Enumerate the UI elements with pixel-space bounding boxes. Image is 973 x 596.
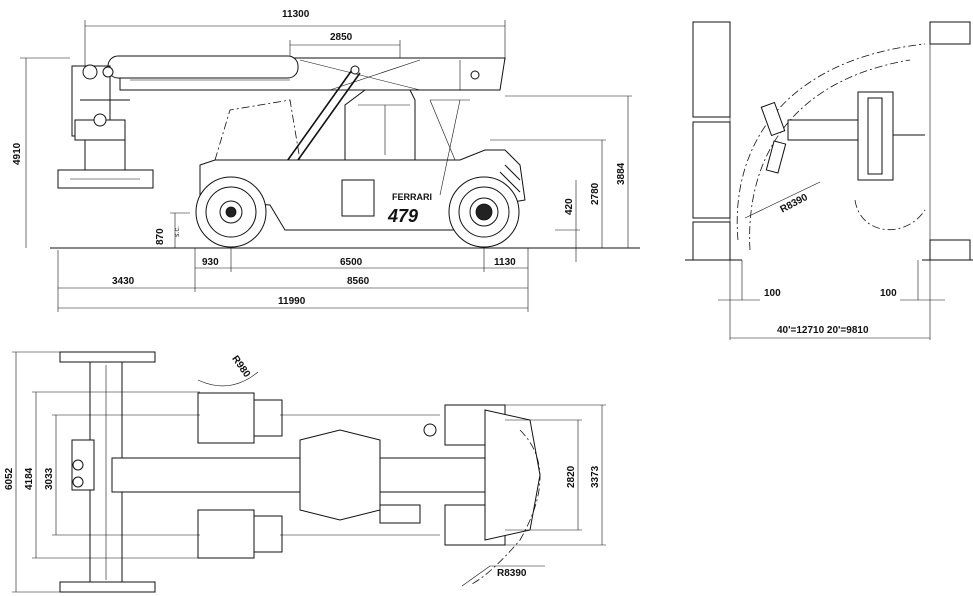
dim-track-rear: 2820 bbox=[566, 465, 577, 488]
dim-ground-clearance: 420 bbox=[564, 198, 575, 215]
dim-overall-length-bottom: 11990 bbox=[278, 296, 306, 307]
container-mid-left bbox=[692, 121, 731, 219]
turning-view: R8390 100 100 40'=12710 20'=9810 bbox=[685, 21, 973, 340]
dim-outer-radius: R8390 bbox=[497, 568, 527, 579]
rear-arc bbox=[469, 429, 541, 586]
dim-clearance-left: 100 bbox=[764, 288, 781, 299]
dim-height-cab-floor: 2780 bbox=[590, 182, 601, 205]
container-top-right bbox=[929, 21, 971, 45]
dim-overall-length-top: 11300 bbox=[282, 9, 310, 20]
dim-height-cab: 3884 bbox=[616, 162, 627, 185]
front-wheels-top bbox=[197, 392, 255, 444]
dim-front-reach: 3430 bbox=[112, 276, 135, 287]
dim-front-overhang: 930 bbox=[202, 257, 219, 268]
dim-clearance-right: 100 bbox=[880, 288, 897, 299]
dim-overall-width: 3373 bbox=[590, 465, 601, 488]
model-label: 479 bbox=[387, 206, 418, 226]
container-bottom-right bbox=[929, 239, 971, 261]
turning-arc bbox=[736, 43, 926, 241]
dim-spreader-extension: 2850 bbox=[330, 32, 353, 43]
dim-spreader-width: 6052 bbox=[4, 467, 15, 490]
side-view: 11300 2850 bbox=[12, 9, 640, 312]
dim-sc-note: s.c. bbox=[174, 226, 181, 237]
container-top-left bbox=[692, 21, 731, 118]
dim-chassis-length: 8560 bbox=[347, 276, 370, 287]
dim-wheelbase: 6500 bbox=[340, 257, 363, 268]
dim-spreader-low: 870 bbox=[155, 228, 166, 245]
dim-track-front: 3033 bbox=[44, 467, 55, 490]
dim-inner-radius: R980 bbox=[229, 354, 252, 380]
cab bbox=[344, 89, 416, 161]
dim-spreader-mid: 4184 bbox=[24, 467, 35, 490]
front-wheels-bottom bbox=[197, 509, 255, 559]
dim-rear-overhang: 1130 bbox=[494, 257, 516, 268]
dim-aisle-width: 40'=12710 20'=9810 bbox=[777, 325, 869, 336]
plan-view: R980 6052 4184 3033 2820 3373 R8390 bbox=[4, 351, 606, 593]
brand-label: FERRARI bbox=[392, 192, 432, 202]
dim-turning-radius: R8390 bbox=[778, 192, 810, 216]
dim-height-total: 4910 bbox=[12, 142, 23, 165]
container-bottom-left bbox=[692, 221, 731, 261]
